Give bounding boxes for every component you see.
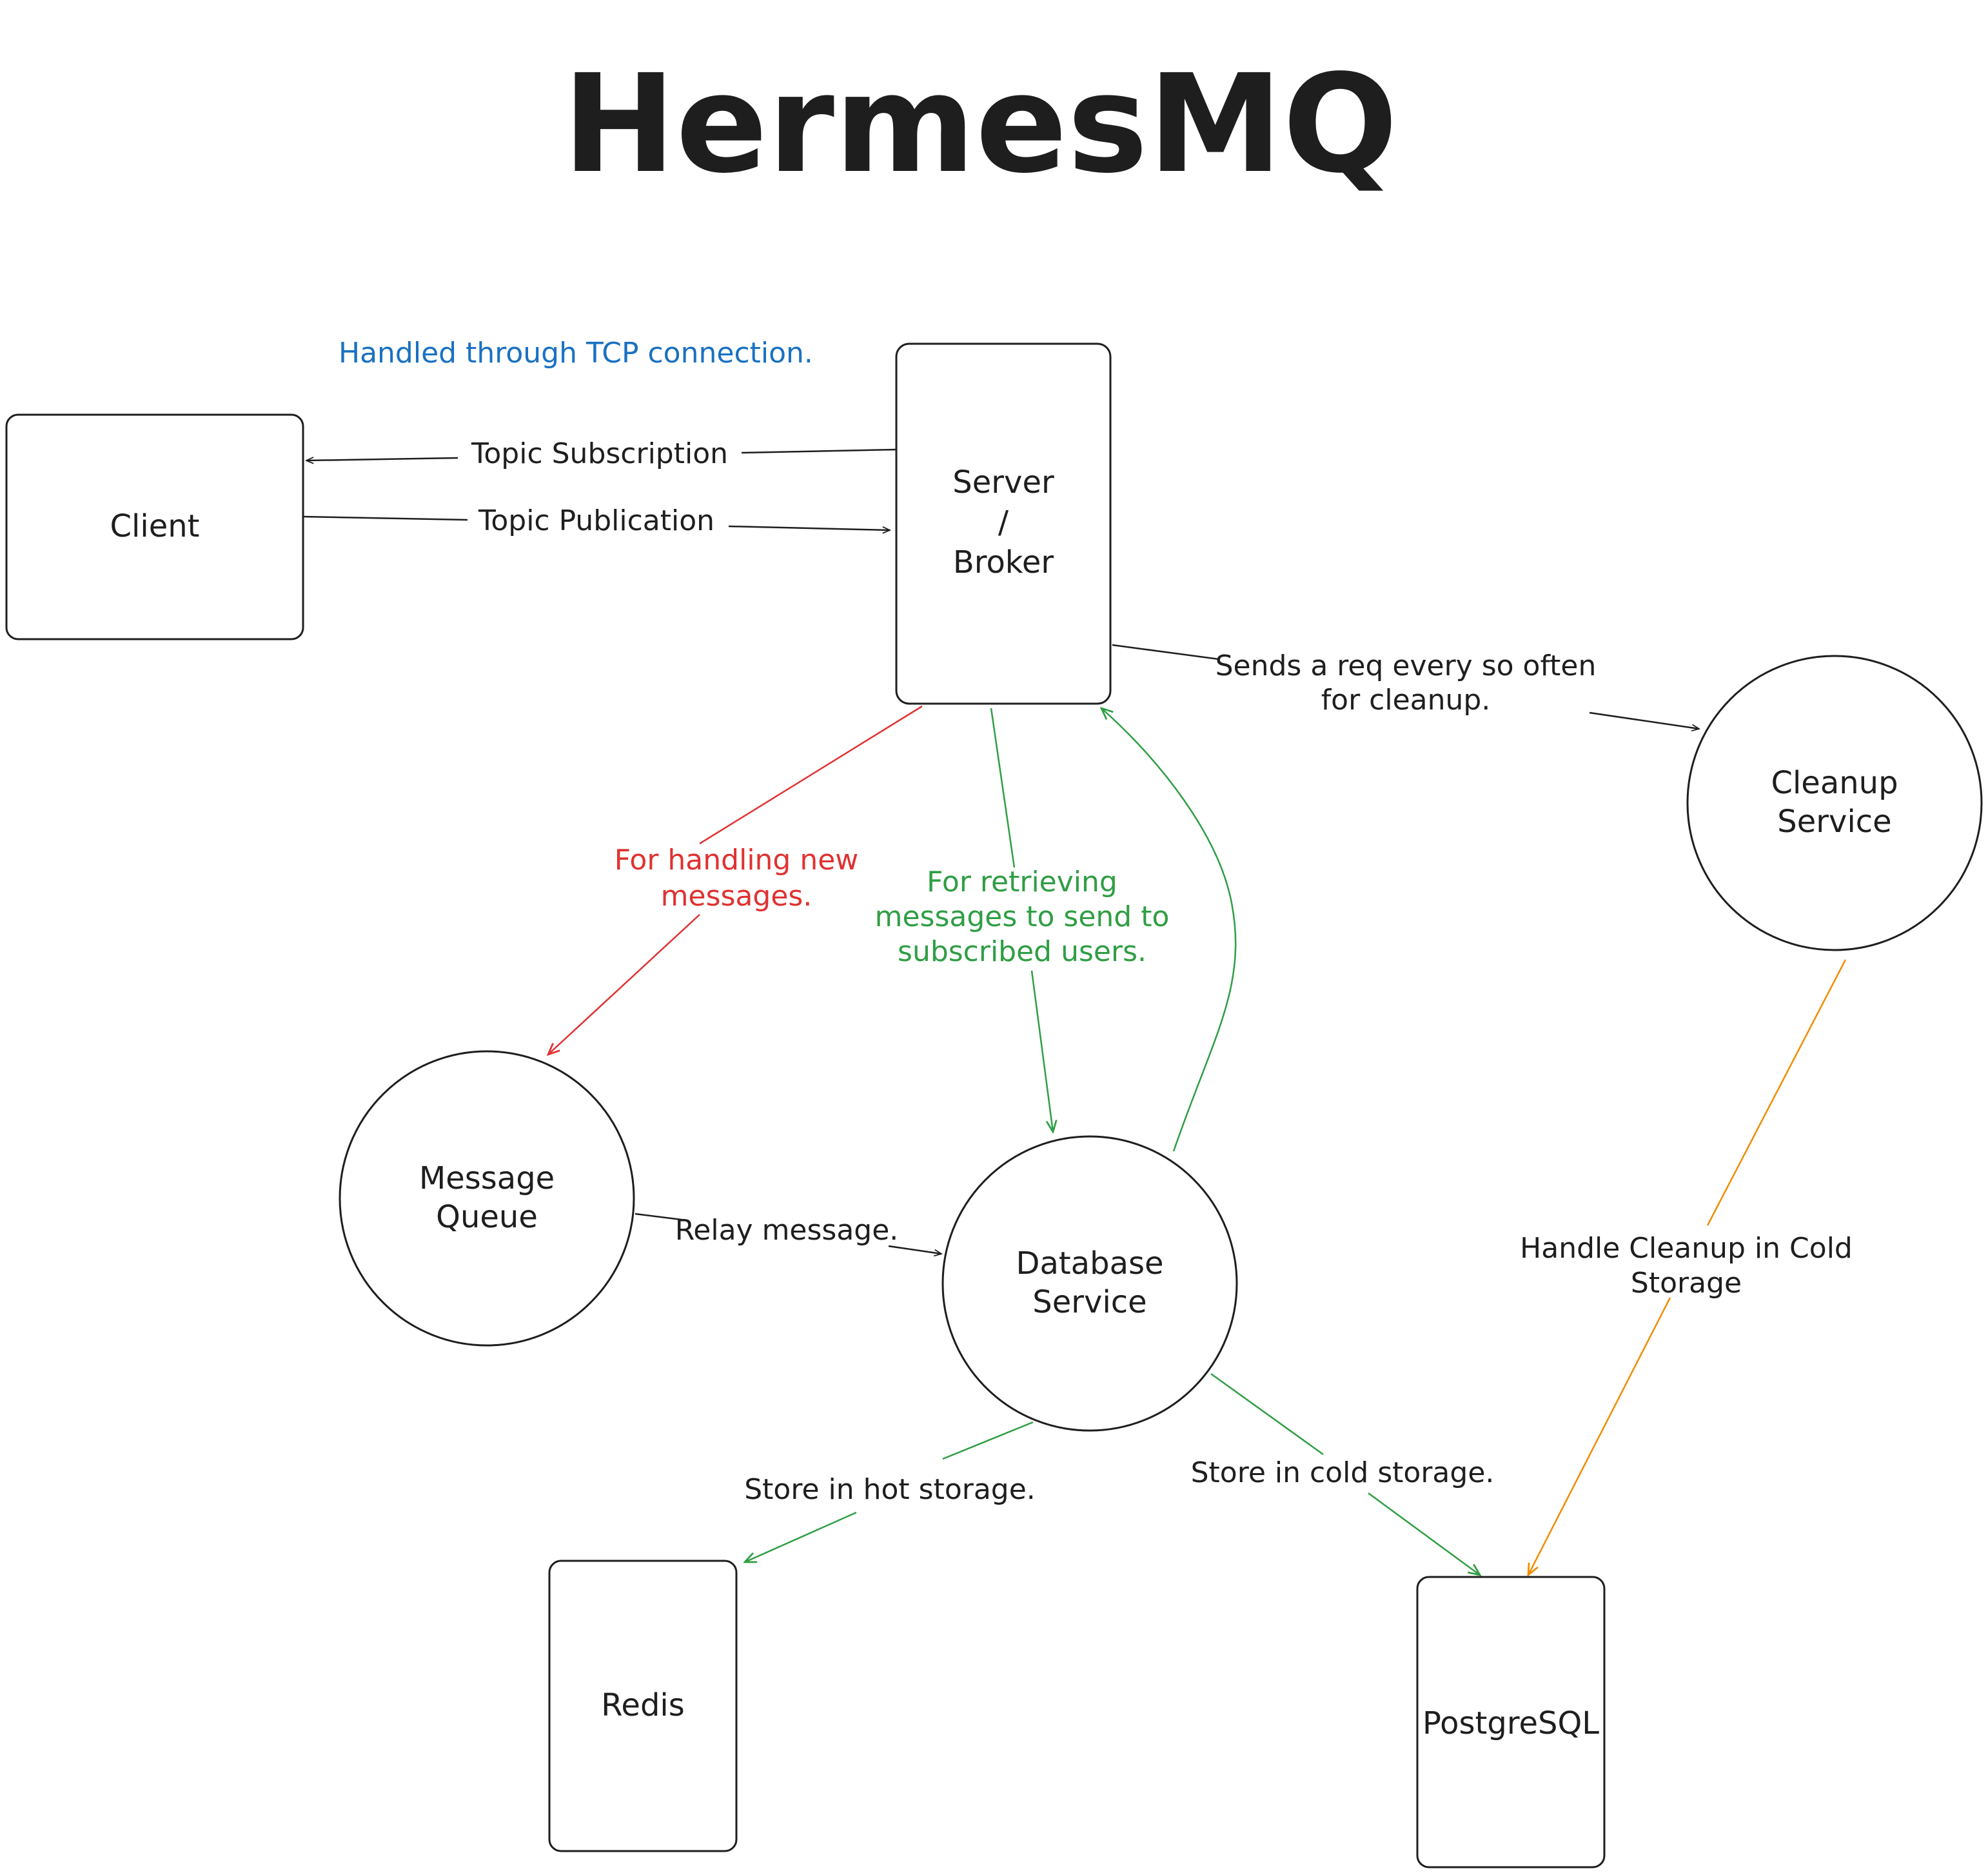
- edge-label-new-messages-1: For handling new: [615, 844, 859, 877]
- edge-label-new-messages-2: messages.: [661, 880, 812, 913]
- edge-label-cold-cleanup-2: Storage: [1631, 1267, 1742, 1300]
- edge-cold-storage: Store in cold storage.: [1191, 1373, 1495, 1575]
- node-label-cleanup-1: Cleanup: [1771, 765, 1898, 801]
- edge-topic-subscription: Topic Subscription: [306, 437, 897, 470]
- node-label-db-1: Database: [1016, 1245, 1163, 1282]
- edge-label-retrieving-2: messages to send to: [875, 900, 1170, 933]
- edge-hot-storage: Store in hot storage.: [744, 1421, 1036, 1562]
- node-label-mq-1: Message: [419, 1160, 555, 1196]
- node-label-server-3: Broker: [953, 544, 1054, 580]
- node-label-client: Client: [110, 508, 200, 544]
- node-postgresql: PostgreSQL: [1416, 1576, 1606, 1868]
- node-label-server-1: Server: [952, 464, 1054, 500]
- edge-label-cold-storage: Store in cold storage.: [1191, 1456, 1495, 1489]
- edge-cold-cleanup: Handle Cleanup in Cold Storage: [1520, 959, 1853, 1575]
- node-label-mq-2: Queue: [436, 1199, 538, 1235]
- edge-label-topic-subscription: Topic Subscription: [471, 437, 728, 470]
- edge-label-retrieving-1: For retrieving: [927, 866, 1117, 898]
- node-label-redis: Redis: [601, 1687, 685, 1723]
- edge-label-retrieving-3: subscribed users.: [898, 935, 1147, 968]
- edge-label-cleanup-request-2: for cleanup.: [1321, 684, 1491, 717]
- edge-database-to-server: [1101, 708, 1237, 1152]
- edge-label-cold-cleanup-1: Handle Cleanup in Cold: [1520, 1232, 1853, 1265]
- tcp-note: Handled through TCP connection.: [339, 337, 813, 370]
- diagram-title: HermesMQ: [562, 45, 1397, 203]
- edge-label-topic-publication: Topic Publication: [478, 504, 714, 537]
- node-message-queue: Message Queue: [339, 1050, 635, 1347]
- edge-retrieving-messages: For retrieving messages to send to subsc…: [875, 708, 1170, 1132]
- node-redis: Redis: [548, 1560, 738, 1852]
- node-label-postgresql: PostgreSQL: [1422, 1705, 1599, 1741]
- edge-cleanup-request: Sends a req every so often for cleanup.: [1112, 644, 1699, 729]
- node-database-service: Database Service: [941, 1135, 1238, 1432]
- edge-relay-message: Relay message.: [635, 1213, 941, 1254]
- edge-label-hot-storage: Store in hot storage.: [744, 1473, 1036, 1506]
- edge-new-messages: For handling new messages.: [548, 705, 923, 1055]
- node-label-db-2: Service: [1032, 1284, 1147, 1320]
- edge-label-relay-message: Relay message.: [675, 1214, 899, 1247]
- node-client: Client: [5, 413, 304, 640]
- node-server-broker: Server / Broker: [895, 342, 1112, 705]
- node-label-server-2: /: [998, 504, 1009, 540]
- node-label-cleanup-2: Service: [1777, 804, 1891, 840]
- edge-label-cleanup-request-1: Sends a req every so often: [1215, 649, 1597, 682]
- edge-topic-publication: Topic Publication: [302, 504, 890, 537]
- node-cleanup-service: Cleanup Service: [1686, 655, 1983, 951]
